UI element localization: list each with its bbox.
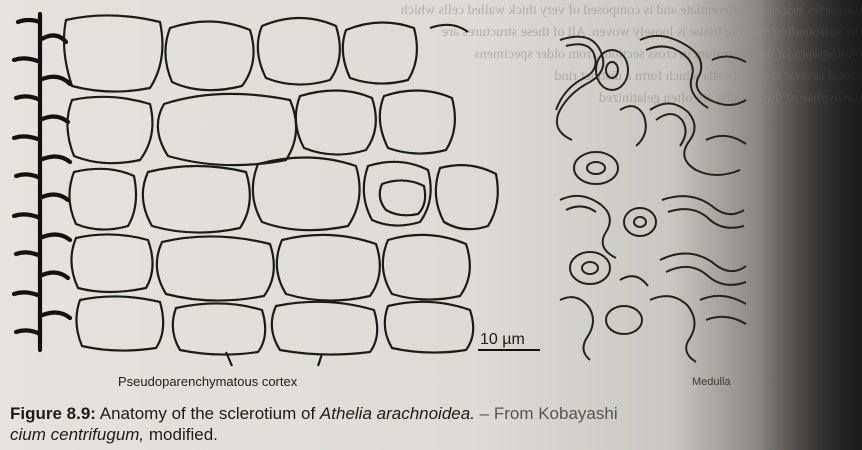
page-edge-shadow <box>760 0 862 450</box>
figure-number: Figure 8.9: <box>10 404 96 423</box>
scale-bar-label: 10 µm <box>480 331 525 348</box>
caption-text-2: – From Kobayashi <box>475 404 618 423</box>
caption-species: Athelia arachnoidea. <box>320 404 475 423</box>
rind-layer <box>14 14 70 350</box>
caption-text-1: Anatomy of the sclerotium of <box>96 404 320 423</box>
scale-bar: 10 µm <box>478 331 540 350</box>
figure-caption: Figure 8.9: Anatomy of the sclerotium of… <box>10 403 850 445</box>
sclerotium-anatomy-drawing: 10 µm <box>0 0 862 370</box>
cortex-label: Pseudoparenchymatous cortex <box>118 374 297 389</box>
medulla-label: Medulla <box>692 376 731 388</box>
medulla-hyphae <box>556 36 746 362</box>
caption-line2-italic: cium centrifugum, <box>10 425 144 444</box>
caption-line-2: cium centrifugum, modified. <box>10 424 850 445</box>
caption-line2-rest: modified. <box>144 425 218 444</box>
cortex-cells <box>64 15 498 366</box>
